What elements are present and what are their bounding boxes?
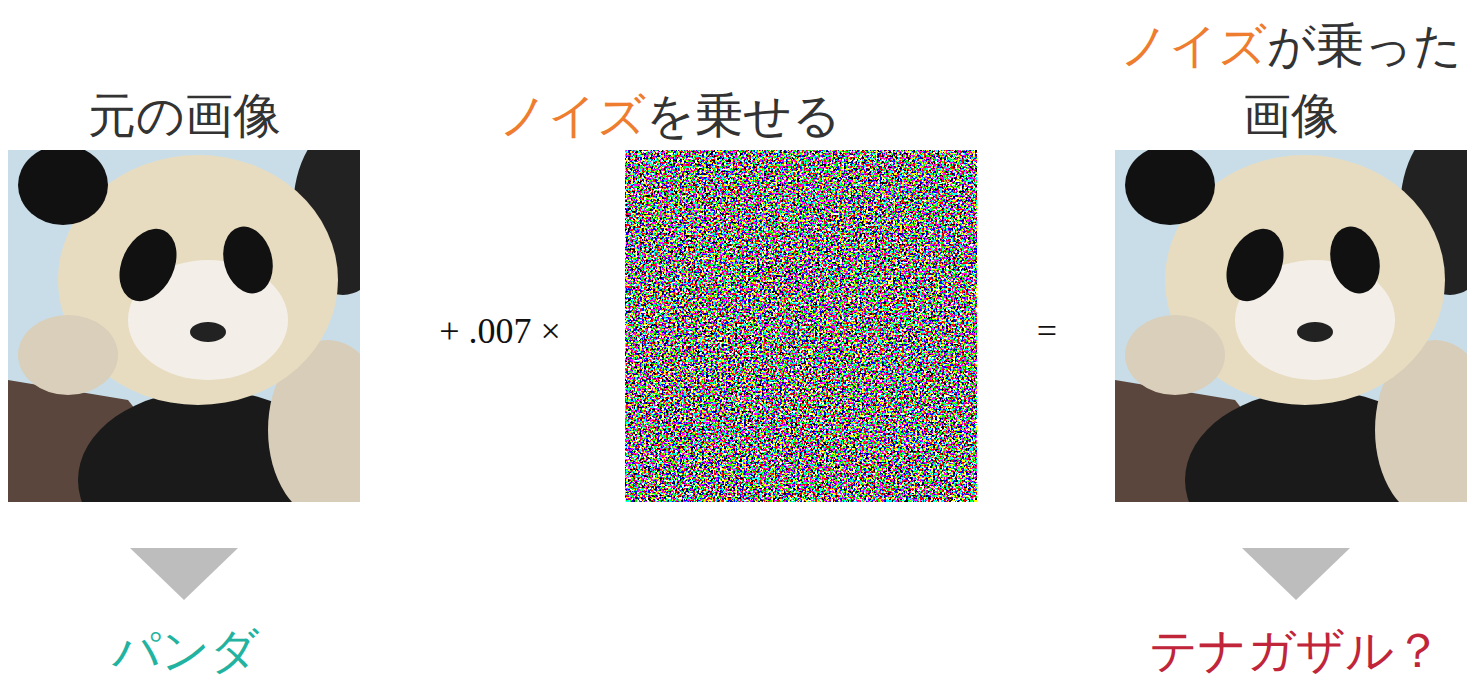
prediction-label: テナガザル？ (1125, 622, 1465, 680)
noise-image (625, 150, 977, 502)
panda-image-noisy (1115, 125, 1475, 570)
down-arrow (130, 548, 238, 600)
image-panel: 元の画像 (8, 80, 360, 502)
panda-image (8, 125, 393, 570)
image-panel: ノイズを乗せる (480, 80, 977, 502)
scale-factor: + .007 × (410, 310, 590, 353)
heading-rest: が乗った 画像 (1243, 17, 1462, 143)
prediction-label: パンダ (25, 622, 345, 680)
panel-heading: 元の画像 (8, 80, 360, 150)
down-arrow (1242, 548, 1350, 600)
heading-rest: を乗せる (646, 87, 841, 143)
image-panel: ノイズが乗った 画像 (1113, 10, 1469, 502)
equals-sign: = (1007, 310, 1087, 353)
panel-heading: ノイズを乗せる (480, 80, 860, 150)
accent-word: ノイズ (499, 87, 646, 143)
panel-heading: ノイズが乗った 画像 (1113, 10, 1469, 150)
accent-word: ノイズ (1120, 17, 1267, 73)
